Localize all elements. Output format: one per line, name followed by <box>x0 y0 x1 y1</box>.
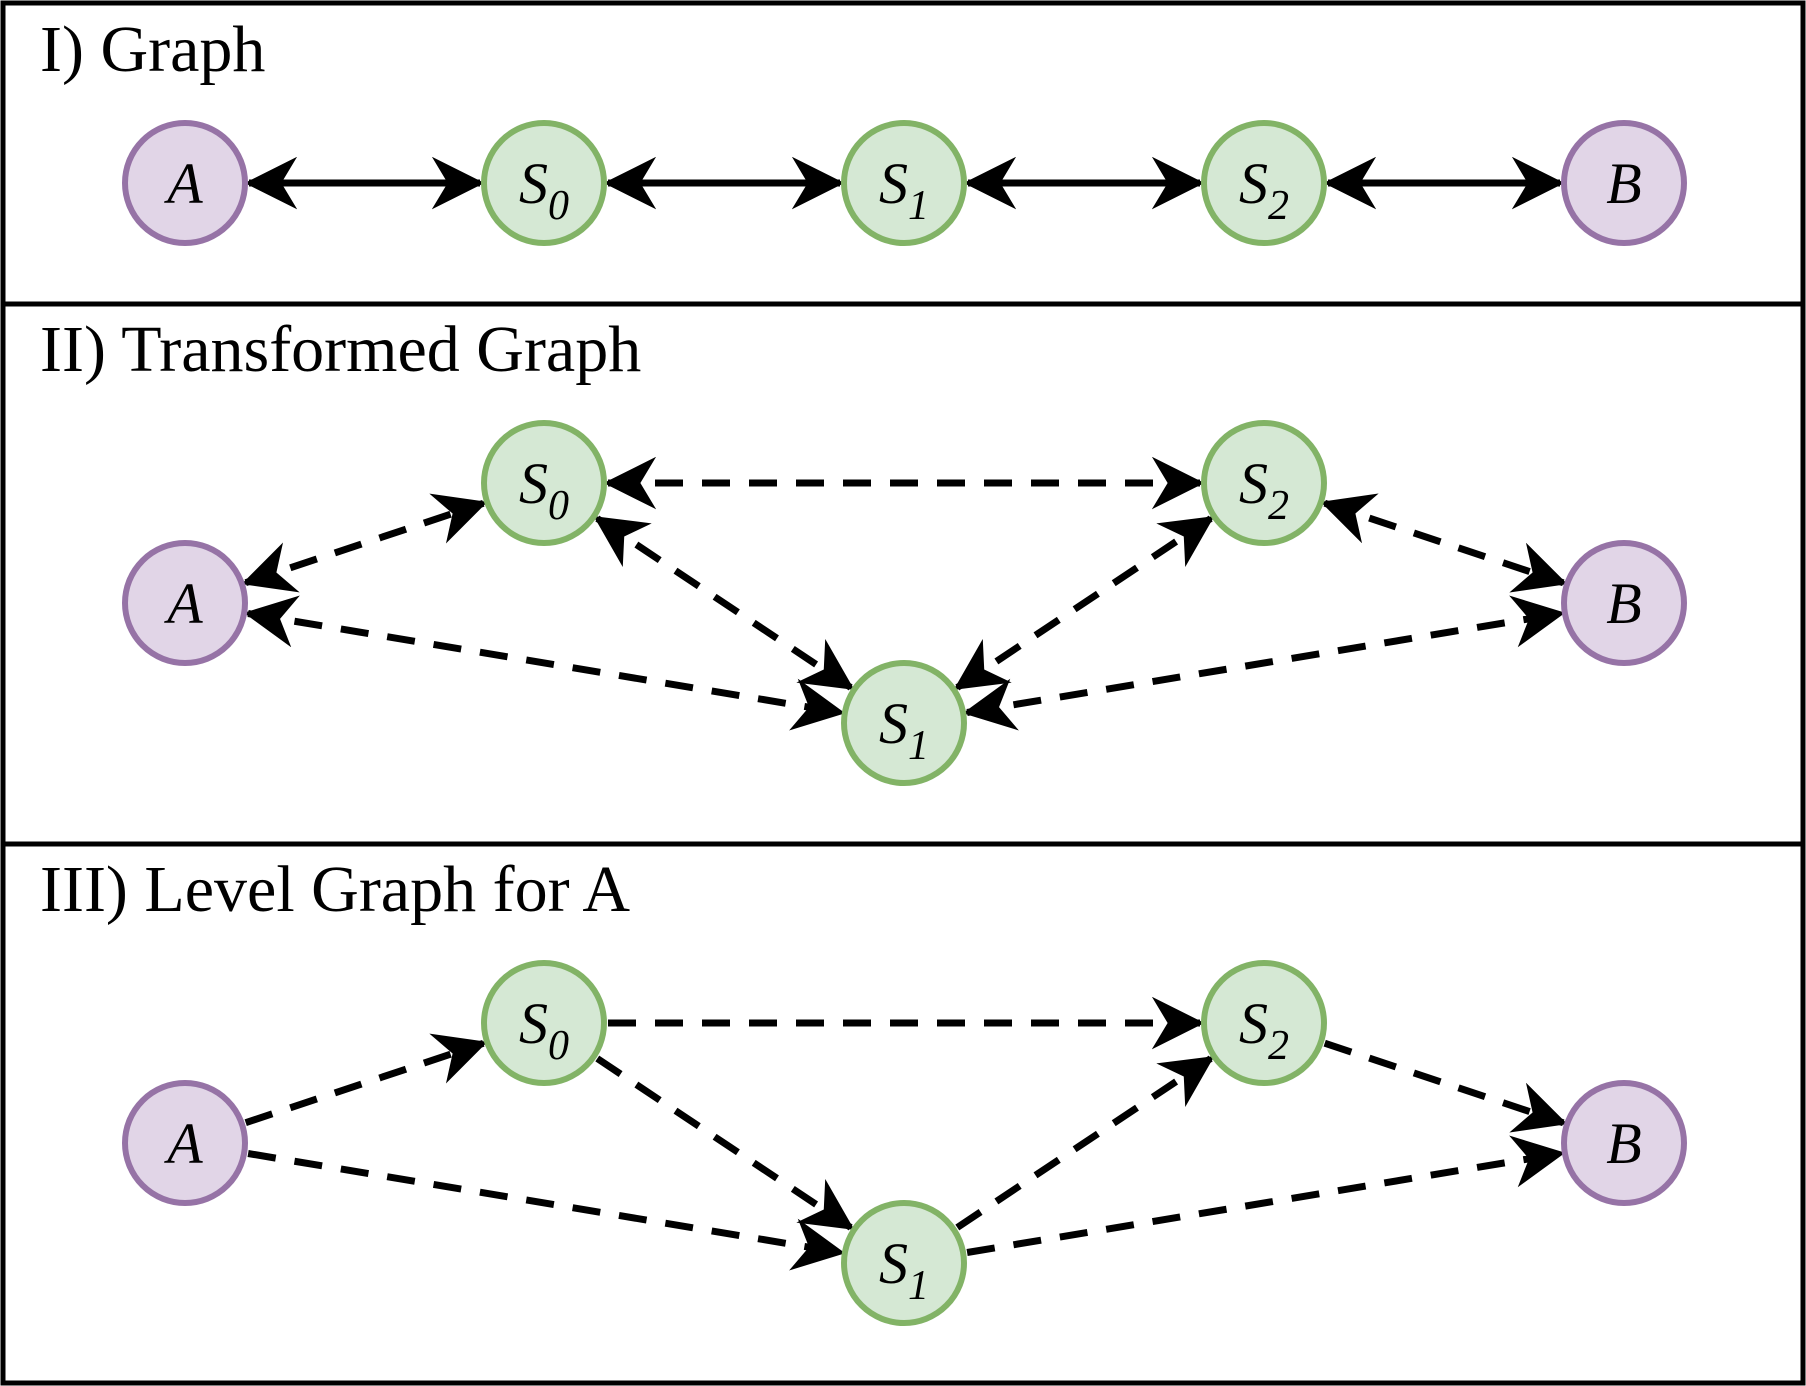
node-label: S2 <box>1239 451 1289 529</box>
node-s0: S0 <box>481 120 607 246</box>
node-s0: S0 <box>481 960 607 1086</box>
node-circle <box>122 540 248 666</box>
node-circle <box>1561 120 1687 246</box>
panel-frame <box>0 841 1806 1386</box>
node-label: A <box>163 1111 203 1176</box>
edge-s1-b <box>962 595 1566 731</box>
edge-s2-b <box>1323 1039 1568 1133</box>
node-circle <box>122 120 248 246</box>
node-circle <box>1561 540 1687 666</box>
node-circle <box>481 120 607 246</box>
node-s0: S0 <box>481 420 607 546</box>
node-label: S0 <box>519 991 569 1069</box>
node-circle <box>841 120 967 246</box>
node-label: B <box>1606 571 1641 636</box>
node-label: S0 <box>519 451 569 529</box>
panel-graph: I) Graph A S0 S1 S2 B <box>0 0 1806 307</box>
edge-s1-s2 <box>953 515 1215 691</box>
node-b: B <box>1561 1080 1687 1206</box>
node-label: S2 <box>1239 991 1289 1069</box>
edge-a-s1 <box>243 595 846 731</box>
panel-title: III) Level Graph for A <box>40 853 630 926</box>
node-a: A <box>122 540 248 666</box>
edge-s1-b <box>966 1135 1566 1256</box>
node-circle <box>1561 1080 1687 1206</box>
node-label: S2 <box>1239 151 1289 229</box>
node-circle <box>841 1200 967 1326</box>
edges <box>244 996 1568 1271</box>
node-circle <box>1201 420 1327 546</box>
edge-s2-b <box>1320 493 1568 593</box>
node-label: S1 <box>879 151 929 229</box>
edge-a-s0 <box>244 1033 488 1127</box>
edge-a-s1 <box>247 1150 846 1271</box>
edge-s0-s1 <box>593 515 855 691</box>
node-circle <box>1201 960 1327 1086</box>
edge-s1-s2 <box>955 1055 1215 1231</box>
node-s2: S2 <box>1201 960 1327 1086</box>
node-circle <box>1201 120 1327 246</box>
edge-s0-s1 <box>595 1055 855 1231</box>
node-label: S0 <box>519 151 569 229</box>
node-s2: S2 <box>1201 420 1327 546</box>
edges <box>241 456 1568 731</box>
node-s1: S1 <box>841 660 967 786</box>
node-circle <box>122 1080 248 1206</box>
node-label: B <box>1606 151 1641 216</box>
node-b: B <box>1561 120 1687 246</box>
nodes: A S0 S1 S2 B <box>122 120 1687 246</box>
node-circle <box>841 660 967 786</box>
panel-title: II) Transformed Graph <box>40 313 641 386</box>
node-label: B <box>1606 1111 1641 1176</box>
node-label: A <box>163 151 203 216</box>
node-b: B <box>1561 540 1687 666</box>
node-label: A <box>163 571 203 636</box>
node-s2: S2 <box>1201 120 1327 246</box>
edge-a-s0 <box>241 493 488 593</box>
panel-title: I) Graph <box>40 13 265 86</box>
node-a: A <box>122 1080 248 1206</box>
node-a: A <box>122 120 248 246</box>
node-s1: S1 <box>841 120 967 246</box>
node-circle <box>481 960 607 1086</box>
node-s1: S1 <box>841 1200 967 1326</box>
node-circle <box>481 420 607 546</box>
node-label: S1 <box>879 691 929 769</box>
node-label: S1 <box>879 1231 929 1309</box>
